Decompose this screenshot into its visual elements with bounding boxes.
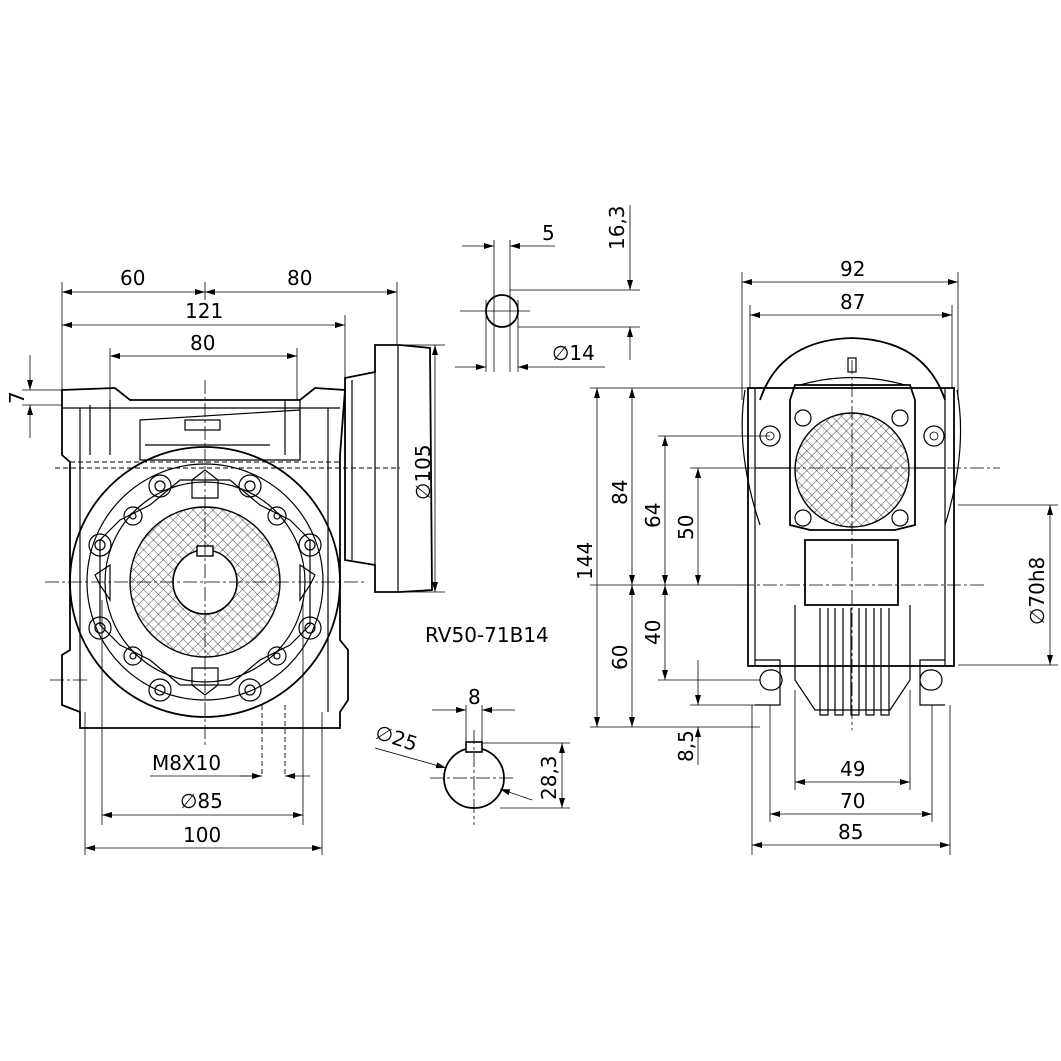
dim-5: 5 — [542, 221, 555, 245]
side-view-dimensions: 92 87 144 84 64 50 40 60 8,5 — [573, 257, 1058, 855]
dim-64: 64 — [641, 503, 665, 528]
dim-40: 40 — [641, 620, 665, 645]
dim-100: 100 — [183, 823, 221, 847]
dim-8: 8 — [468, 685, 481, 709]
dim-80-top: 80 — [287, 266, 312, 290]
dim-60: 60 — [120, 266, 145, 290]
dim-49: 49 — [840, 757, 865, 781]
dim-70: 70 — [840, 789, 865, 813]
dim-85-front: ∅85 — [180, 789, 223, 813]
model-label: RV50-71B14 — [425, 623, 549, 647]
dim-80-inner: 80 — [190, 331, 215, 355]
dim-16-3: 16,3 — [605, 205, 629, 250]
dim-14: ∅14 — [552, 341, 595, 365]
dim-m8x10: M8X10 — [152, 751, 221, 775]
dim-144: 144 — [573, 542, 597, 580]
dim-60-side: 60 — [608, 645, 632, 670]
dim-28-3: 28,3 — [537, 755, 561, 800]
dim-87: 87 — [840, 290, 865, 314]
dim-8-5: 8,5 — [674, 730, 698, 762]
dim-121: 121 — [185, 299, 223, 323]
output-shaft-detail: 8 ∅25 28,3 — [372, 685, 570, 825]
dim-84: 84 — [608, 480, 632, 505]
dim-50: 50 — [674, 515, 698, 540]
dim-25: ∅25 — [372, 720, 420, 756]
front-view-dimensions: 60 80 121 80 7 ∅105 M8X10 ∅85 — [5, 266, 445, 855]
dim-92: 92 — [840, 257, 865, 281]
dim-105: ∅105 — [411, 444, 435, 500]
input-shaft-detail: 5 16,3 ∅14 — [455, 205, 640, 372]
bolt-holes — [88, 474, 322, 702]
dim-85-side: 85 — [838, 820, 863, 844]
side-view — [740, 337, 1000, 730]
dim-7: 7 — [5, 391, 29, 404]
dim-70h8: ∅70h8 — [1025, 557, 1049, 625]
front-view — [45, 344, 433, 775]
cooling-fins — [819, 608, 890, 716]
